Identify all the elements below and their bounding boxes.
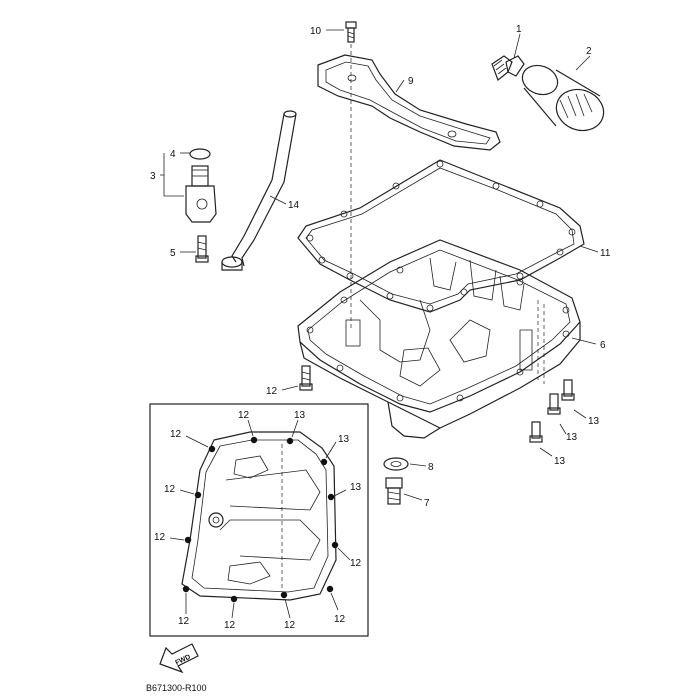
callout-13-c: 13: [554, 456, 566, 467]
callout-7: 7: [424, 498, 430, 509]
part-12-bolt: [299, 365, 313, 391]
callout-6: 6: [600, 340, 606, 351]
callout-14: 14: [288, 200, 300, 211]
callout-12-outer: 12: [266, 386, 278, 397]
callout-13-a: 13: [588, 416, 600, 427]
fwd-arrow-icon: FWD: [159, 643, 199, 674]
callout-5: 5: [170, 248, 176, 259]
inset-bolt-markers: [182, 436, 339, 603]
inset-callout-12-g: 12: [224, 620, 236, 631]
part-5-bolt: [195, 235, 209, 263]
inset-callout-13-c: 13: [350, 482, 362, 493]
part-14-oil-pipe: [221, 110, 297, 271]
part-11-gasket: [297, 159, 585, 313]
inset-callout-12-b: 12: [238, 410, 250, 421]
inset-callout-12-a: 12: [170, 429, 182, 440]
part-4-o-ring: [189, 148, 211, 160]
fwd-label: FWD: [174, 654, 191, 667]
part-13-bolt-a: [561, 379, 575, 401]
inset-bottom-view: [149, 403, 369, 637]
part-10-bolt: [345, 21, 357, 330]
part-9-baffle-plate: [317, 54, 501, 151]
callout-3: 3: [150, 171, 156, 182]
callout-2: 2: [586, 46, 592, 57]
callout-13-b: 13: [566, 432, 578, 443]
part-8-gasket-washer: [383, 457, 409, 471]
part-6-oil-pan: [297, 239, 581, 439]
inset-callout-12-c: 12: [164, 484, 176, 495]
callout-8: 8: [428, 462, 434, 473]
inset-callout-13-b: 13: [338, 434, 350, 445]
part-1-union-bolt: [491, 55, 525, 81]
part-13-bolt-b: [547, 393, 561, 415]
callout-10: 10: [310, 26, 322, 37]
part-3-oil-level-sensor: [185, 165, 217, 223]
inset-callout-12-i: 12: [334, 614, 346, 625]
part-13-bolt-c: [529, 421, 543, 443]
diagram-code: B671300-R100: [146, 683, 207, 693]
inset-leaders: [169, 419, 351, 619]
part-2-oil-filter: [521, 64, 605, 132]
callout-9: 9: [408, 76, 414, 87]
callout-11: 11: [600, 248, 611, 259]
callout-4: 4: [170, 149, 176, 160]
inset-callout-12-d: 12: [154, 532, 166, 543]
inset-callout-13-a: 13: [294, 410, 306, 421]
inset-callout-12-f: 12: [178, 616, 190, 627]
inset-callout-12-h: 12: [284, 620, 296, 631]
inset-callout-12-e: 12: [350, 558, 362, 569]
part-7-drain-bolt: [385, 477, 403, 505]
callout-1: 1: [516, 24, 522, 35]
